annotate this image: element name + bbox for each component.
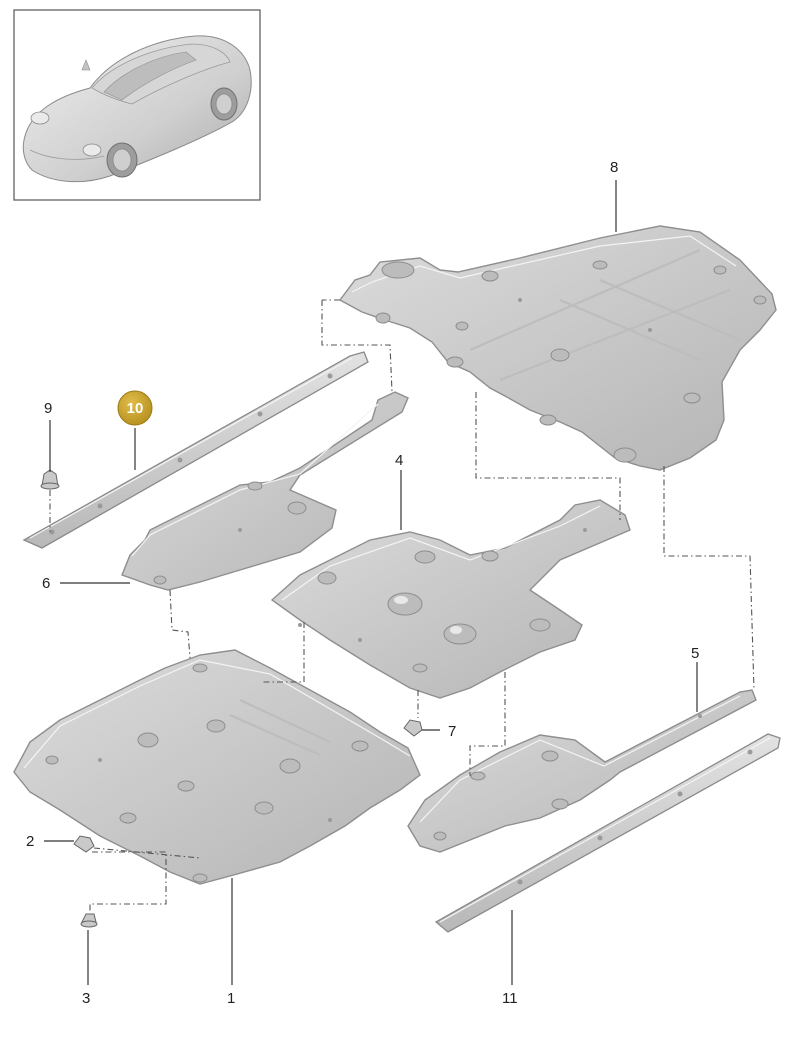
part-6-side-panel xyxy=(121,391,409,591)
car-illustration xyxy=(22,35,252,183)
callout-10: 10 xyxy=(127,400,144,417)
highlight-badge xyxy=(117,390,153,426)
part-10-side-strip xyxy=(22,351,369,549)
part-1-front-underbody-panel xyxy=(13,649,421,885)
part-7-clip xyxy=(403,719,423,737)
callout-9[interactable]: 9 xyxy=(44,400,52,417)
assembly-guide-lines xyxy=(49,299,755,914)
vehicle-thumbnail xyxy=(13,9,261,201)
part-2-clip xyxy=(73,835,95,853)
callout-11[interactable]: 11 xyxy=(502,990,518,1007)
callout-5[interactable]: 5 xyxy=(691,645,699,662)
callout-8[interactable]: 8 xyxy=(610,159,618,176)
callout-3[interactable]: 3 xyxy=(82,990,90,1007)
callout-4[interactable]: 4 xyxy=(395,452,403,469)
callout-7[interactable]: 7 xyxy=(448,723,456,740)
part-8-rear-underbody-panel xyxy=(338,225,777,471)
callout-labels: 8 9 10 4 6 5 7 2 3 1 11 xyxy=(26,159,699,1007)
part-9-fastener xyxy=(40,469,60,490)
part-3-screw xyxy=(80,913,98,928)
part-5-side-panel xyxy=(407,689,757,853)
callout-1[interactable]: 1 xyxy=(227,990,235,1007)
callout-10-highlight[interactable]: 10 xyxy=(117,390,153,426)
callout-2[interactable]: 2 xyxy=(26,833,34,850)
part-4-center-panel xyxy=(270,499,631,699)
part-11-side-strip xyxy=(434,733,781,933)
callout-6[interactable]: 6 xyxy=(42,575,50,592)
leader-lines xyxy=(44,180,698,985)
